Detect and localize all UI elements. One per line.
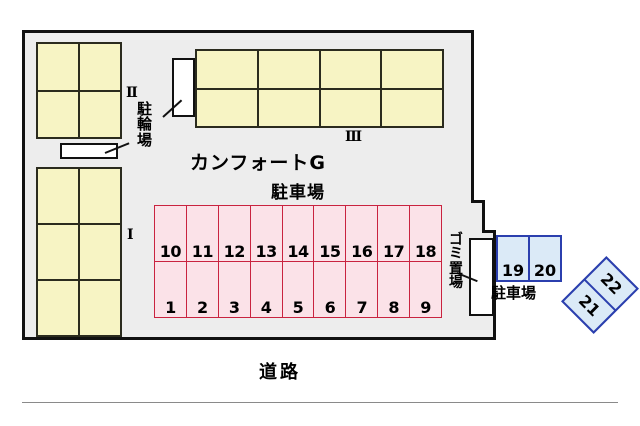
site-border-top bbox=[22, 30, 474, 33]
building-unit bbox=[38, 44, 78, 90]
building-I bbox=[36, 167, 122, 337]
building-unit bbox=[80, 169, 120, 223]
building-unit bbox=[80, 281, 120, 335]
stall-number: 17 bbox=[383, 242, 405, 261]
stall-number: 19 bbox=[501, 261, 525, 280]
stall-number: 18 bbox=[414, 242, 437, 261]
east-parking-lot: 19 20 bbox=[496, 235, 562, 282]
building-II bbox=[36, 42, 122, 139]
parking-stall[interactable]: 9 bbox=[410, 262, 441, 317]
building-unit bbox=[80, 225, 120, 279]
parking-stall[interactable]: 8 bbox=[378, 262, 410, 317]
stall-number: 16 bbox=[351, 242, 373, 261]
parking-stall[interactable]: 13 bbox=[250, 206, 282, 261]
stall-number: 6 bbox=[324, 298, 336, 317]
stall-number: 2 bbox=[197, 298, 208, 317]
main-parking-lot: 10 11 12 13 14 15 16 17 18 1 2 3 4 5 6 7… bbox=[154, 205, 442, 318]
stall-number: 15 bbox=[319, 242, 341, 261]
building-unit bbox=[80, 44, 120, 90]
building-unit bbox=[382, 51, 442, 88]
building-unit bbox=[38, 91, 78, 137]
stall-number: 7 bbox=[356, 298, 368, 317]
parking-stall[interactable]: 17 bbox=[378, 206, 410, 261]
parking-stall[interactable]: 14 bbox=[282, 206, 314, 261]
building-unit bbox=[38, 169, 78, 223]
stall-number: 11 bbox=[191, 242, 214, 261]
bicycle-parking-label: 駐輪場 bbox=[137, 100, 153, 149]
parking-stall[interactable]: 4 bbox=[250, 262, 282, 317]
building-unit bbox=[320, 51, 381, 88]
building-unit bbox=[38, 225, 78, 279]
stall-number: 13 bbox=[255, 242, 277, 261]
stall-number: 1 bbox=[165, 298, 176, 317]
parking-stall[interactable]: 12 bbox=[218, 206, 250, 261]
parking-stall[interactable]: 11 bbox=[186, 206, 218, 261]
stall-number: 4 bbox=[260, 298, 272, 317]
parking-stall[interactable]: 2 bbox=[186, 262, 218, 317]
parking-stall[interactable]: 5 bbox=[282, 262, 314, 317]
parking-stall[interactable]: 18 bbox=[410, 206, 441, 261]
building-unit bbox=[258, 51, 319, 88]
bicycle-parking-box-north bbox=[172, 58, 195, 117]
site-border-step-h bbox=[471, 200, 485, 203]
site-border-right-upper bbox=[471, 30, 474, 202]
road-far-edge bbox=[22, 402, 618, 403]
stall-number: 21 bbox=[574, 291, 604, 321]
site-border-bottom bbox=[22, 337, 496, 340]
building-unit bbox=[80, 91, 120, 137]
rotated-parking-lot: 21 22 bbox=[561, 256, 639, 334]
stall-number: 8 bbox=[388, 298, 399, 317]
building-III bbox=[195, 49, 444, 128]
stall-number: 5 bbox=[292, 298, 304, 317]
road-label: 道路 bbox=[259, 362, 301, 383]
parking-stall[interactable]: 6 bbox=[314, 262, 346, 317]
parking-stall[interactable]: 16 bbox=[346, 206, 378, 261]
building-unit bbox=[258, 89, 319, 126]
stall-number: 12 bbox=[223, 242, 246, 261]
east-parking-label: 駐車場 bbox=[491, 284, 537, 302]
building-unit bbox=[38, 281, 78, 335]
parking-stall[interactable]: 15 bbox=[314, 206, 346, 261]
trash-area-box bbox=[469, 238, 494, 316]
stall-number: 10 bbox=[159, 242, 182, 261]
stall-number: 9 bbox=[420, 298, 431, 317]
stall-number: 3 bbox=[228, 298, 240, 317]
site-border-left bbox=[22, 30, 25, 340]
building-marker-III: Ⅲ bbox=[345, 129, 363, 145]
building-unit bbox=[197, 89, 257, 126]
bicycle-parking-box-west bbox=[60, 143, 118, 159]
parking-stall[interactable]: 10 bbox=[155, 206, 186, 261]
main-parking-title: 駐車場 bbox=[271, 183, 325, 203]
parking-stall[interactable]: 3 bbox=[218, 262, 250, 317]
site-border-right-lower-h bbox=[482, 230, 496, 233]
parking-stall[interactable]: 1 bbox=[155, 262, 186, 317]
building-unit bbox=[197, 51, 257, 88]
stall-number: 20 bbox=[533, 261, 557, 280]
building-marker-I: Ⅰ bbox=[127, 227, 134, 243]
stall-number: 14 bbox=[287, 242, 309, 261]
stall-number: 22 bbox=[596, 269, 626, 299]
building-marker-II: Ⅱ bbox=[126, 85, 138, 101]
trash-area-label: ゴミ置場 bbox=[449, 232, 463, 291]
parking-stall[interactable]: 19 bbox=[498, 237, 528, 280]
site-border-right-lower bbox=[493, 230, 496, 340]
property-name: カンフォートG bbox=[190, 152, 327, 174]
building-unit bbox=[382, 89, 442, 126]
parking-stall[interactable]: 20 bbox=[530, 237, 560, 280]
parking-stall[interactable]: 7 bbox=[346, 262, 378, 317]
building-unit bbox=[320, 89, 381, 126]
site-border-step-v bbox=[482, 200, 485, 233]
